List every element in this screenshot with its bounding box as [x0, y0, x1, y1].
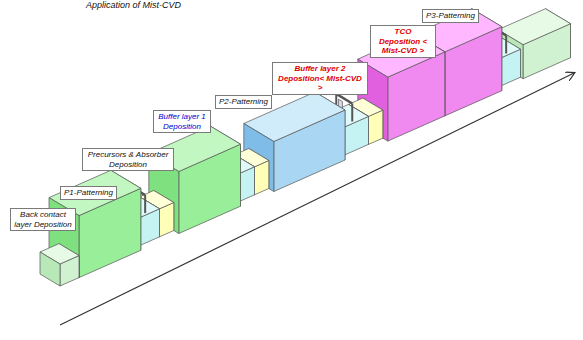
station-name: P3-Patterning: [426, 11, 475, 21]
station-name: Back contact layer Deposition: [14, 210, 72, 229]
station-label: TCO Deposition < Mist-CVD >: [370, 25, 436, 58]
station-name: Buffer layer 2 Deposition< Mist-CVD >: [276, 64, 364, 93]
station-name: P2-Patterning: [219, 97, 268, 107]
station-label: Buffer layer 2 Deposition< Mist-CVD >: [272, 62, 368, 95]
station-name: P1-Patterning: [64, 188, 113, 198]
station-label: P3-Patterning: [422, 9, 479, 23]
gantry-bar: [144, 195, 146, 213]
station-label: Precursors & Absorber Deposition: [82, 148, 174, 171]
station-label: P1-Patterning: [60, 186, 117, 200]
station-label: Buffer layer 1 Deposition: [153, 110, 211, 133]
machine-group: [40, 9, 571, 286]
gantry-bar: [351, 104, 353, 122]
gantry-bar: [505, 35, 507, 53]
station-name: TCO Deposition < Mist-CVD >: [374, 27, 432, 56]
station-name: Precursors & Absorber Deposition: [86, 150, 170, 169]
station-label: P2-Patterning: [215, 95, 272, 109]
diagram-title: Application of Mist-CVD: [86, 0, 181, 10]
machine-end: [40, 252, 60, 286]
process-direction-arrow: [60, 73, 574, 325]
station-name: Buffer layer 1 Deposition: [157, 112, 207, 131]
station-label: Back contact layer Deposition: [10, 208, 76, 231]
